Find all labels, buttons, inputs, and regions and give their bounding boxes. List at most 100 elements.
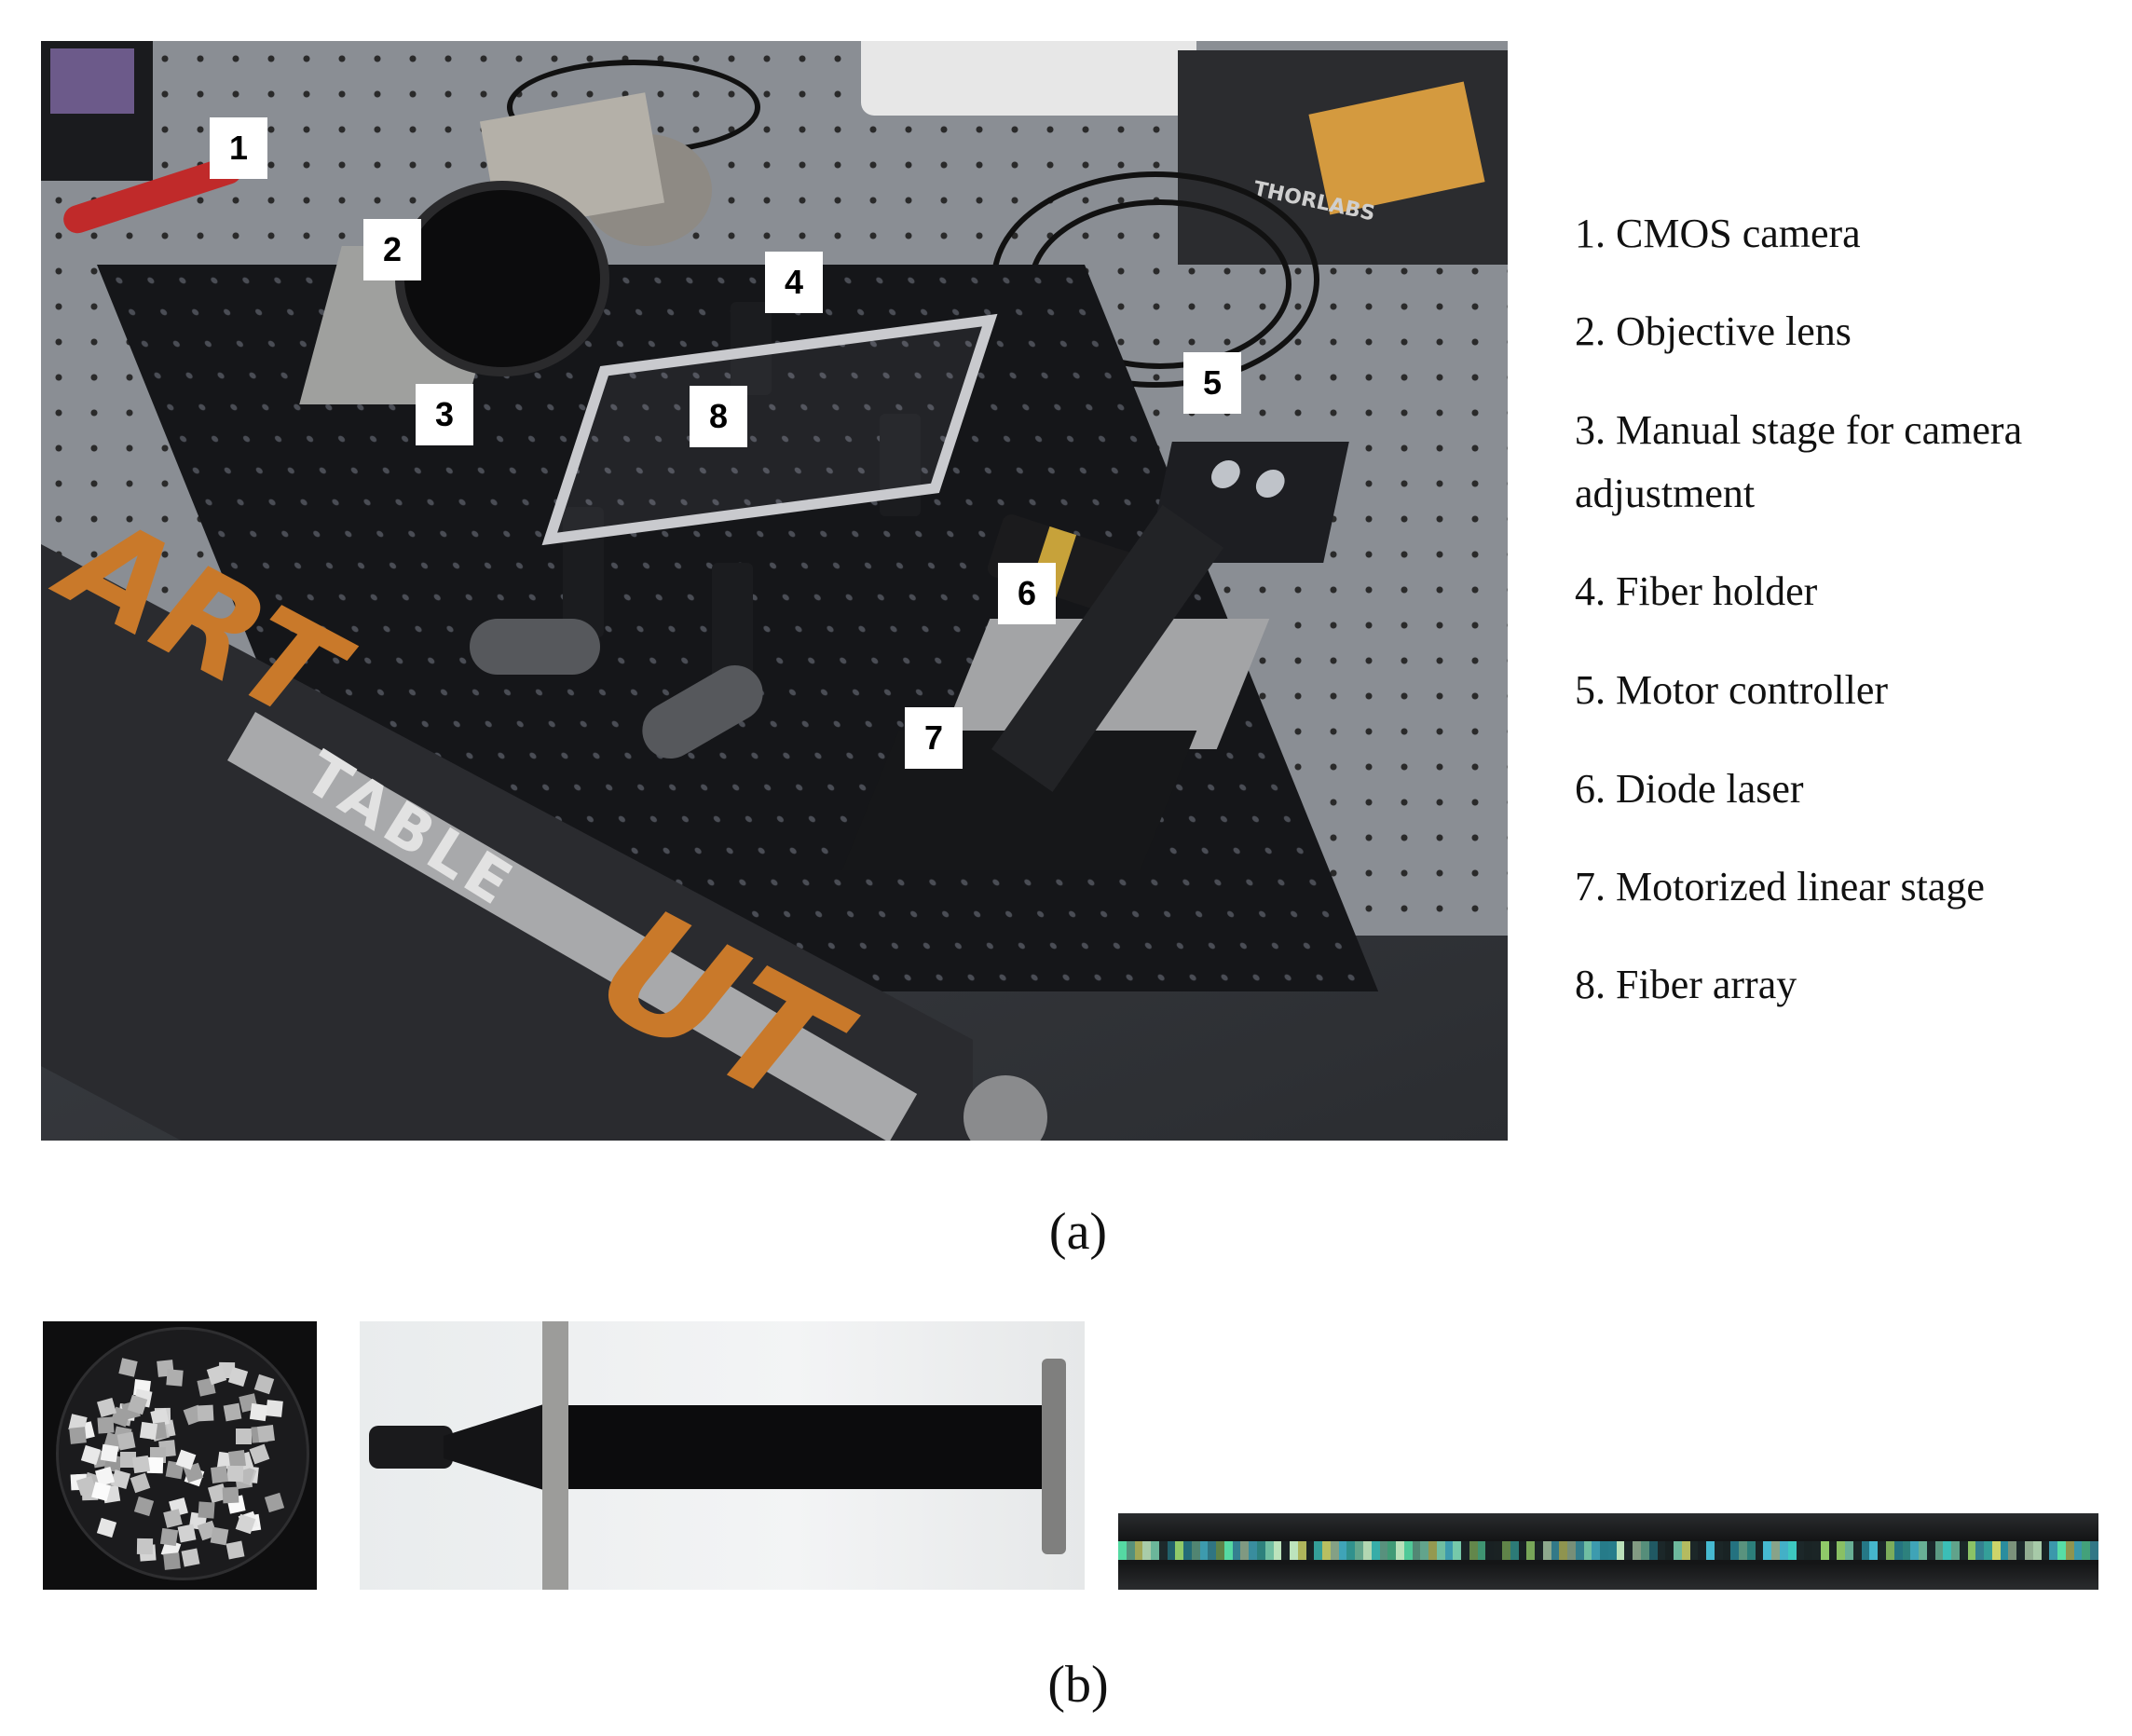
legend-item-5: 5. Motor controller <box>1575 667 1889 713</box>
fiber-output-spot <box>1926 1541 1935 1560</box>
fiber-end-face <box>228 1366 249 1387</box>
fiber-output-spot <box>1199 1541 1209 1560</box>
fiber-output-spot <box>1665 1541 1674 1560</box>
fiber-output-spot <box>1322 1541 1331 1560</box>
fiber-bundle-end-face-photo <box>43 1321 317 1590</box>
fiber-output-spot <box>1191 1541 1200 1560</box>
fiber-output-spot <box>2024 1541 2033 1560</box>
fiber-output-spot <box>1436 1541 1445 1560</box>
fiber-output-spot <box>1305 1541 1315 1560</box>
fiber-output-spot <box>1746 1541 1756 1560</box>
photo-label-1: 1 <box>210 117 267 179</box>
post <box>563 507 604 637</box>
fiber-output-spot <box>1453 1541 1462 1560</box>
fiber-output-spot <box>2073 1541 2083 1560</box>
fiber-output-spot <box>2090 1541 2098 1560</box>
photo-label-6: 6 <box>998 563 1056 624</box>
fiber-output-spot <box>1878 1541 1886 1560</box>
fiber-output-spot <box>2041 1541 2050 1560</box>
fiber-end-face <box>257 1425 276 1442</box>
fiber-end-face <box>250 1403 268 1422</box>
fiber-output-spot <box>1575 1541 1584 1560</box>
fiber-output-spot <box>1216 1541 1224 1560</box>
fiber-output-spot <box>1689 1541 1699 1560</box>
fiber-output-spot <box>2065 1541 2074 1560</box>
post <box>880 414 921 516</box>
fiber-connector <box>369 1426 453 1469</box>
caption-a: (a) <box>1048 1203 1108 1261</box>
fiber-output-spot <box>1681 1541 1690 1560</box>
photo-label-8: 8 <box>690 386 747 447</box>
fiber-output-spot <box>1885 1541 1894 1560</box>
fiber-output-spot <box>2000 1541 2009 1560</box>
fiber-end-face <box>134 1496 155 1517</box>
fiber-output-spot <box>1787 1541 1797 1560</box>
fiber-output-spot <box>1551 1541 1560 1560</box>
fiber-output-spot <box>1943 1541 1952 1560</box>
fiber-output-spot <box>1158 1541 1168 1560</box>
fiber-output-spot <box>1330 1541 1339 1560</box>
fiber-output-spot <box>1355 1541 1363 1560</box>
fiber-output-spot <box>1583 1541 1592 1560</box>
fiber-output-spot <box>1142 1541 1152 1560</box>
fiber-output-spot <box>1428 1541 1437 1560</box>
fiber-output-spot <box>1616 1541 1625 1560</box>
fiber-output-spot <box>1567 1541 1576 1560</box>
fiber-output-spot <box>2049 1541 2058 1560</box>
fiber-output-spot <box>1362 1541 1372 1560</box>
fiber-output-spot <box>1674 1541 1682 1560</box>
legend-item-2: 2. Objective lens <box>1575 308 1852 354</box>
fiber-end-face <box>160 1527 179 1547</box>
fiber-output-spot <box>1183 1541 1192 1560</box>
fiber-output-spot <box>1959 1541 1968 1560</box>
fiber-output-spot <box>1893 1541 1903 1560</box>
fiber-output-spot <box>1403 1541 1413 1560</box>
fiber-end-face <box>162 1509 183 1528</box>
objective-lens <box>395 181 609 376</box>
fiber-end-face <box>140 1421 158 1440</box>
legend-item-3-continued: adjustment <box>1575 471 1756 516</box>
photo-label-4: 4 <box>765 252 823 313</box>
fiber-ribbon <box>568 1405 1053 1489</box>
fiber-output-spot <box>1869 1541 1879 1560</box>
fiber-array-linear-output-photo <box>1118 1513 2098 1590</box>
fiber-output-spot <box>1714 1541 1723 1560</box>
fiber-output-spot <box>1249 1541 1258 1560</box>
laptop-lid <box>861 41 1196 116</box>
fiber-output-spot <box>1984 1541 1992 1560</box>
fiber-output-spot <box>1501 1541 1510 1560</box>
fiber-end-face <box>211 1465 228 1483</box>
fiber-output-spot <box>1420 1541 1429 1560</box>
fiber-output-spot <box>1232 1541 1241 1560</box>
fiber-output-spot <box>1796 1541 1805 1560</box>
fiber-output-spot <box>1804 1541 1813 1560</box>
fiber-output-spot <box>1314 1541 1323 1560</box>
fiber-output-spot <box>1175 1541 1184 1560</box>
fiber-output-spot <box>1861 1541 1870 1560</box>
fiber-output-spot <box>1444 1541 1454 1560</box>
fiber-end-face <box>264 1492 285 1512</box>
fiber-output-spot <box>1845 1541 1853 1560</box>
fiber-output-spot <box>1739 1541 1747 1560</box>
fiber-output-spot <box>1607 1541 1617 1560</box>
laptop <box>41 41 153 181</box>
fiber-output-spot <box>1633 1541 1641 1560</box>
fiber-end-face <box>69 1427 88 1444</box>
fiber-end-face <box>97 1517 117 1538</box>
left-bracket <box>542 1321 568 1590</box>
fiber-output-spot <box>1967 1541 1976 1560</box>
fiber-end-face <box>101 1443 119 1463</box>
fiber-output-spot <box>1167 1541 1176 1560</box>
fiber-output-spot <box>1469 1541 1478 1560</box>
fiber-output-spot <box>1346 1541 1356 1560</box>
fiber-output-spot <box>1494 1541 1502 1560</box>
fiber-output-spot <box>1542 1541 1551 1560</box>
fiber-output-spot <box>1763 1541 1772 1560</box>
fiber-output-spot <box>1706 1541 1715 1560</box>
legend-item-8: 8. Fiber array <box>1575 962 1797 1007</box>
fiber-end-face <box>198 1501 215 1519</box>
fiber-output-spot <box>1837 1541 1846 1560</box>
caption-b: (b) <box>1047 1656 1109 1714</box>
fiber-output-spot <box>1281 1541 1291 1560</box>
fiber-output-spot <box>1477 1541 1486 1560</box>
